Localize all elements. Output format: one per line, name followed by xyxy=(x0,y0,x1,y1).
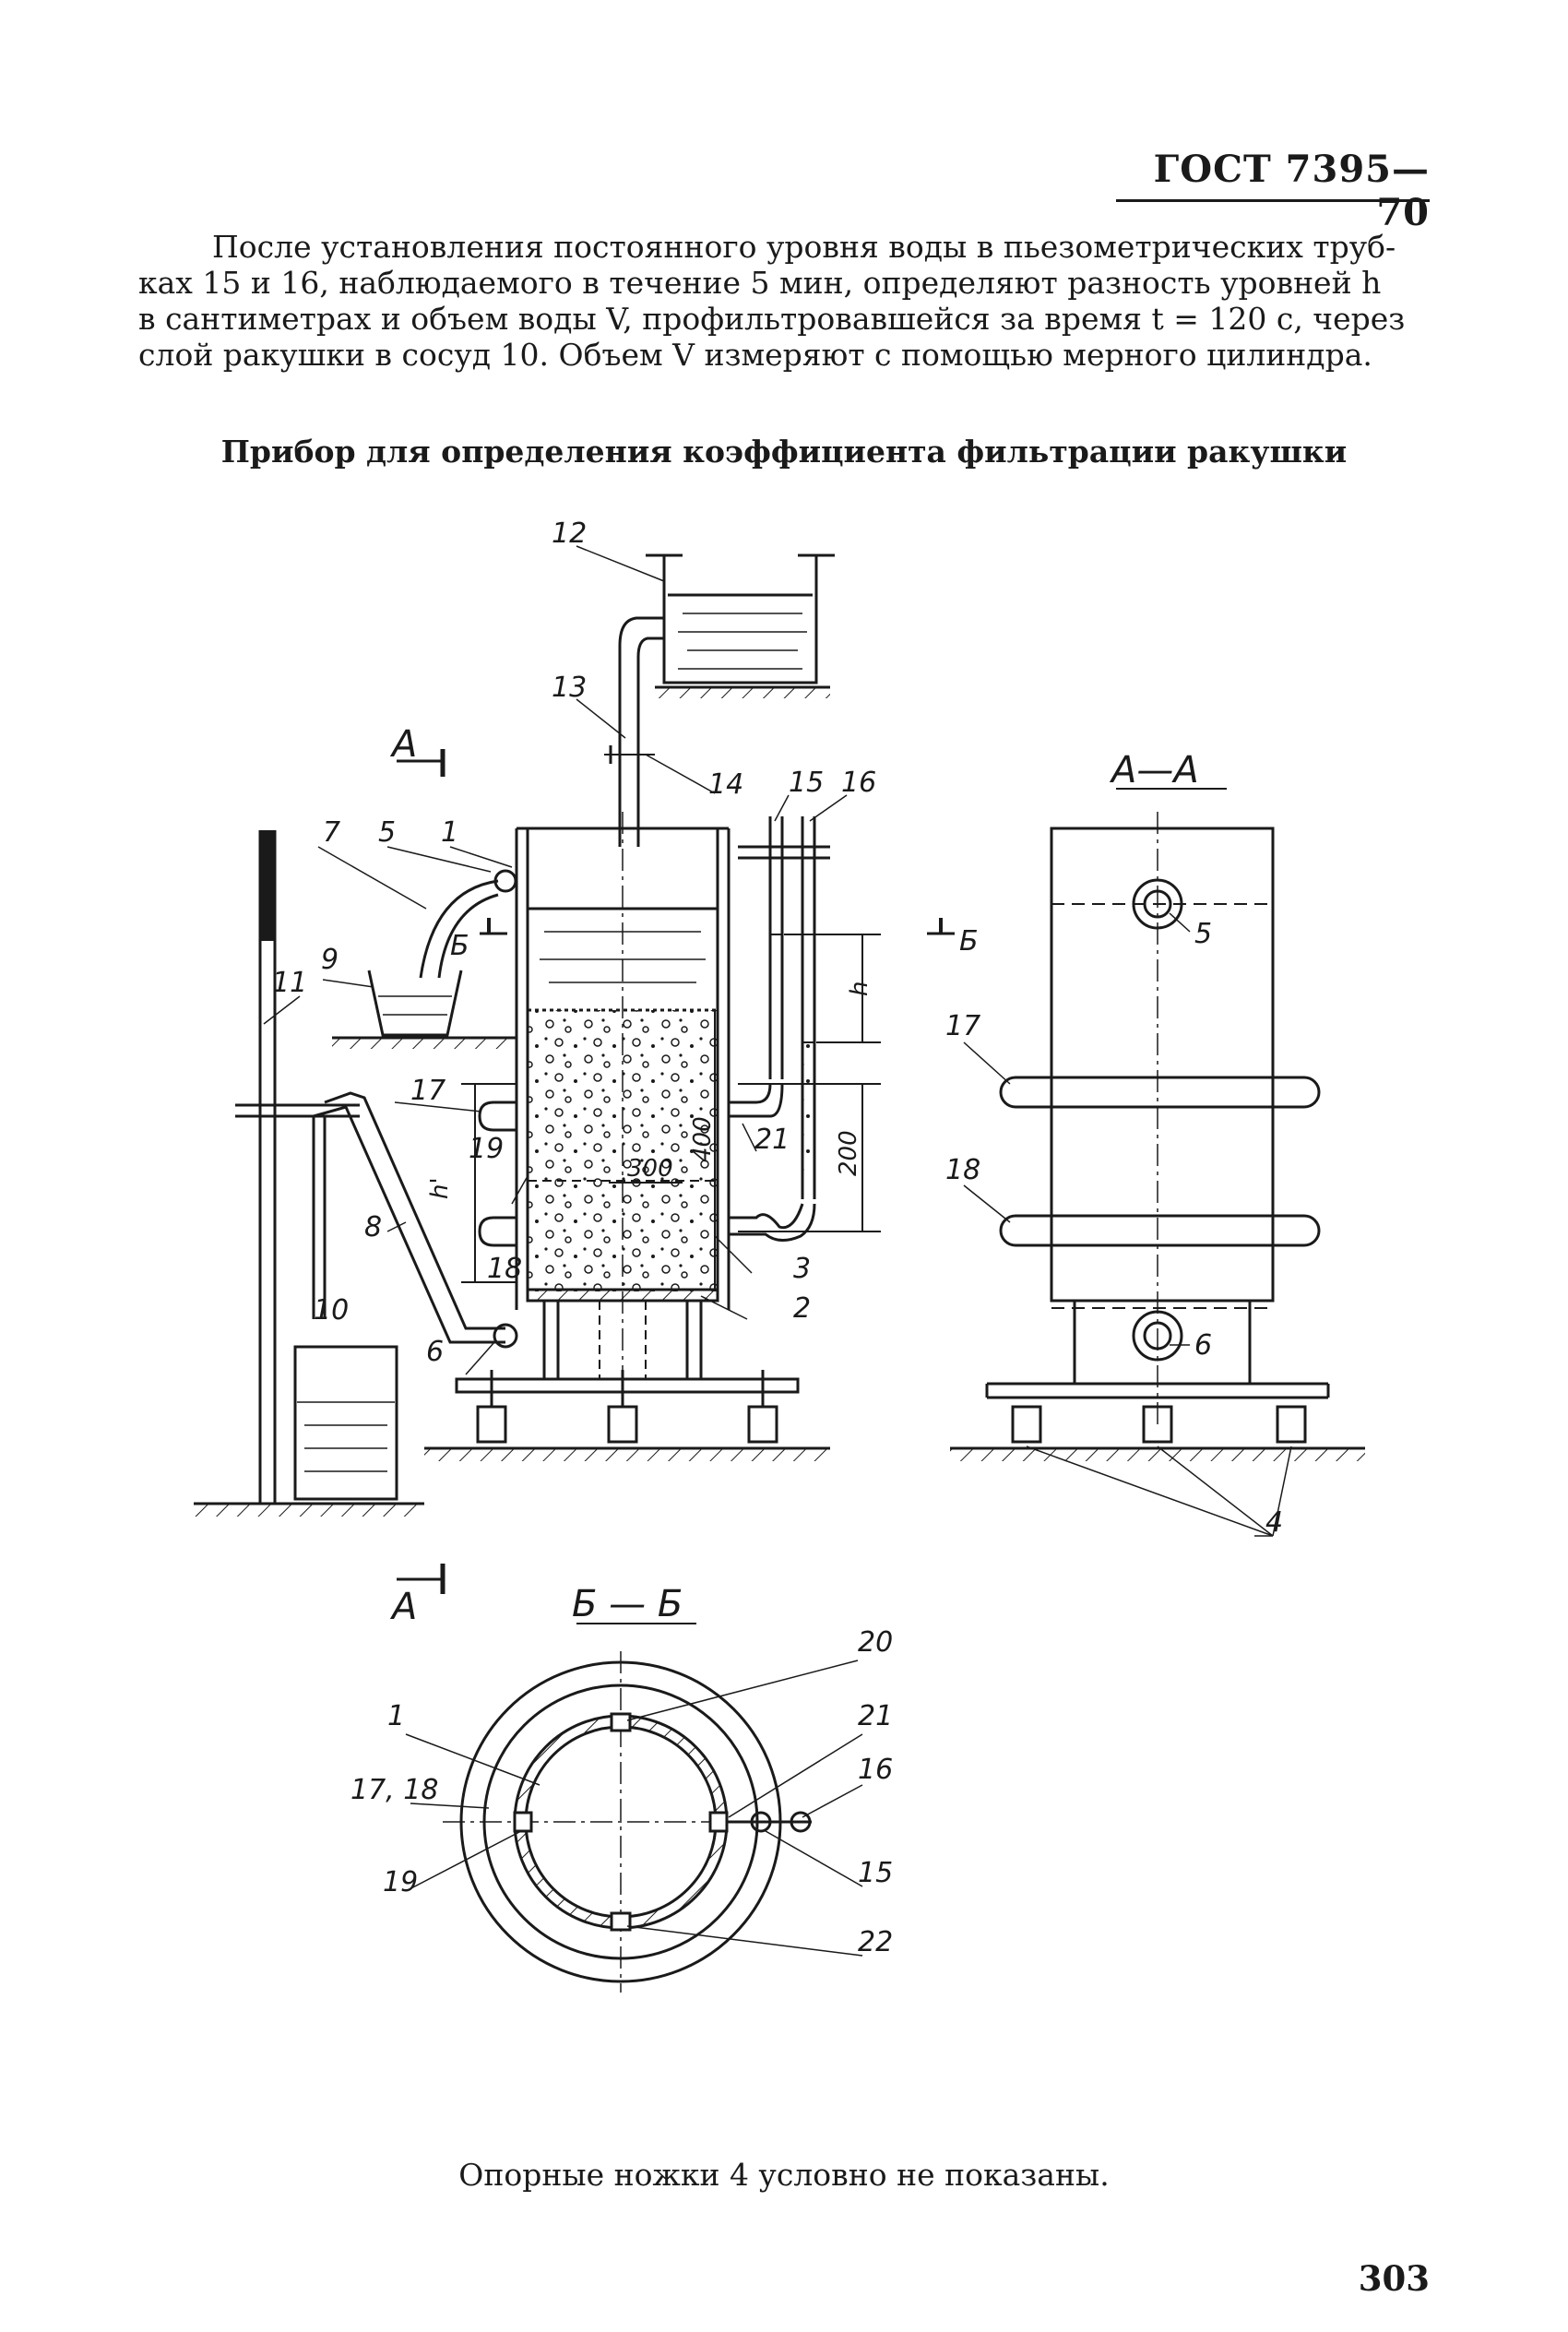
section-a-a xyxy=(950,788,1365,1537)
callout-12: 12 xyxy=(552,518,587,550)
body-line-3: в сантиметрах и объем воды V, профильтро… xyxy=(138,301,1406,337)
callout-5: 5 xyxy=(378,816,396,849)
cut-b-left: Б xyxy=(450,930,469,962)
callout-13: 13 xyxy=(552,672,587,704)
section-bb-title: Б — Б xyxy=(572,1583,683,1625)
bb-callout-1: 1 xyxy=(387,1700,405,1732)
figure-title: Прибор для определения коэффициента филь… xyxy=(220,434,1348,470)
aa-callout-18: 18 xyxy=(945,1154,980,1186)
body-line-2: ках 15 и 16, наблюдаемого в течение 5 ми… xyxy=(138,265,1382,301)
siphon-tube-8 xyxy=(324,1091,505,1330)
body-paragraph: После установления постоянного уровня во… xyxy=(138,229,1430,373)
standard-header: ГОСТ 7395—70 xyxy=(1153,148,1430,234)
bb-callout-21: 21 xyxy=(858,1700,893,1732)
aa-callout-17: 17 xyxy=(945,1010,980,1042)
bb-callout-20: 20 xyxy=(858,1626,893,1659)
aa-callout-6: 6 xyxy=(1194,1329,1212,1362)
callout-10: 10 xyxy=(314,1294,349,1327)
dim-h: h xyxy=(846,982,873,996)
aa-callout-4: 4 xyxy=(1265,1506,1283,1539)
cut-a-top: А xyxy=(389,723,417,766)
callout-11: 11 xyxy=(272,967,307,999)
callout-labels-section-aa: 5 17 18 6 4 xyxy=(945,918,1283,1539)
dim-200: 200 xyxy=(835,1130,862,1176)
callout-1: 1 xyxy=(441,816,458,849)
callout-16: 16 xyxy=(841,767,876,799)
dimension-labels: h h' 400 300 200 xyxy=(426,982,873,1199)
header-rule xyxy=(1116,199,1430,202)
callout-21: 21 xyxy=(754,1124,790,1156)
callout-3: 3 xyxy=(793,1253,811,1285)
dim-h-prime: h' xyxy=(426,1177,454,1199)
callout-labels-section-bb: 20 1 21 17, 18 16 19 15 22 xyxy=(350,1626,893,1958)
figure-caption: Опорные ножки 4 условно не показаны. xyxy=(458,2157,1110,2193)
bb-callout-15: 15 xyxy=(858,1857,893,1889)
dim-400: 400 xyxy=(689,1116,717,1162)
body-line-4: слой ракушки в сосуд 10. Объем V измеряю… xyxy=(138,337,1372,373)
callout-2: 2 xyxy=(793,1292,811,1325)
bb-callout-16: 16 xyxy=(858,1754,893,1786)
section-b-b xyxy=(405,1623,863,1993)
supply-tank-12 xyxy=(646,553,835,698)
callout-labels-main: 12 13 14 15 16 1 5 7 9 11 17 19 21 8 18 … xyxy=(272,518,876,1368)
body-line-1: После установления постоянного уровня во… xyxy=(212,229,1396,265)
callout-7: 7 xyxy=(323,816,340,849)
piezometer-15-16 xyxy=(729,816,830,1242)
callout-18: 18 xyxy=(487,1253,522,1285)
callout-8: 8 xyxy=(364,1211,382,1243)
supply-tube-13 xyxy=(618,616,664,847)
cut-b-right: Б xyxy=(959,925,979,958)
overflow-hose-7 xyxy=(419,879,499,979)
callout-6: 6 xyxy=(426,1336,444,1368)
cut-a-bottom: А xyxy=(389,1586,417,1628)
dim-300: 300 xyxy=(627,1155,673,1183)
bb-callout-22: 22 xyxy=(858,1926,893,1958)
callout-14: 14 xyxy=(708,768,743,801)
bb-callout-19: 19 xyxy=(383,1866,418,1898)
callout-17: 17 xyxy=(410,1075,445,1107)
page-number: 303 xyxy=(1358,2258,1430,2299)
aa-callout-5: 5 xyxy=(1194,918,1212,950)
callout-9: 9 xyxy=(321,944,339,976)
beaker-9 xyxy=(367,970,463,1037)
section-aa-title: А—А xyxy=(1109,749,1199,791)
callout-19: 19 xyxy=(469,1133,504,1165)
filter-cylinder-1 xyxy=(424,812,830,1461)
bb-callout-17-18: 17, 18 xyxy=(350,1774,438,1806)
section-cut-labels: А А Б Б А—А Б — Б xyxy=(389,723,1199,1628)
callout-15: 15 xyxy=(789,767,824,799)
container-10 xyxy=(293,1345,398,1501)
